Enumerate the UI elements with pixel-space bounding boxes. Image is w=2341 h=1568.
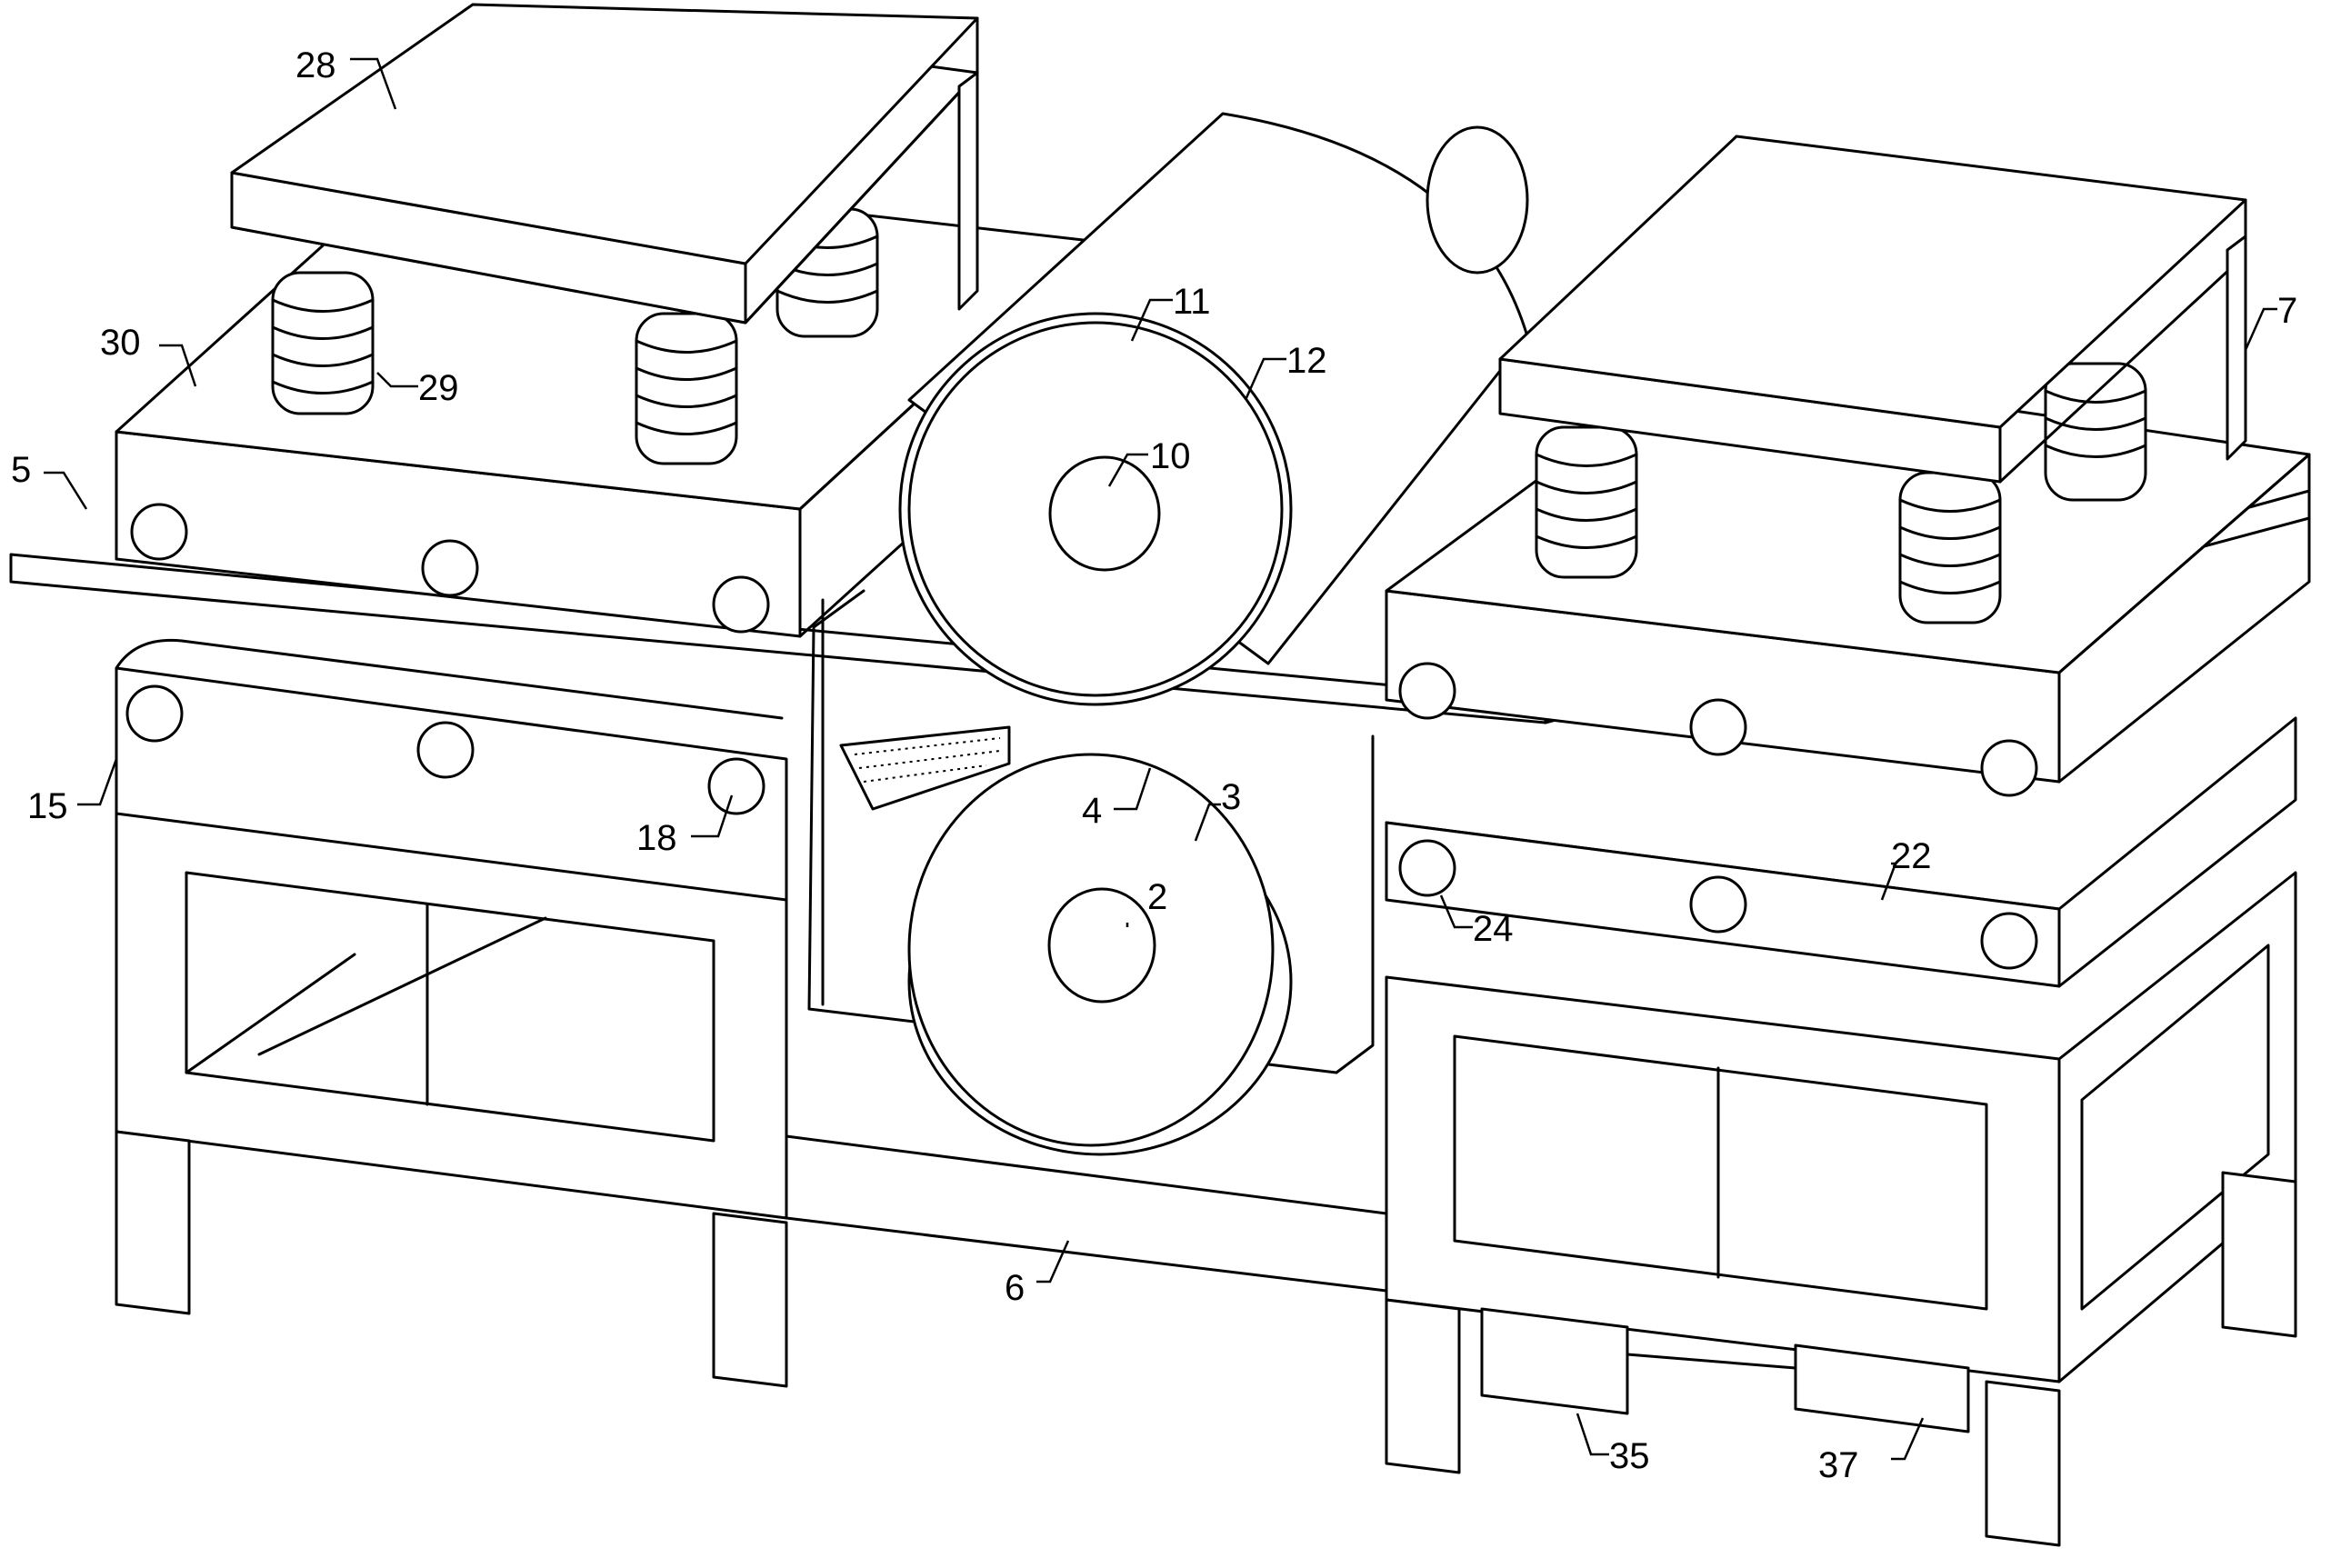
press-drum [898, 112, 1529, 706]
right-front-leg-b [1985, 1380, 2061, 1547]
label-10: 10 [1150, 436, 1191, 476]
upper-left-roller-1 [130, 503, 188, 561]
label-37: 37 [1818, 1445, 1859, 1485]
label-30: 30 [100, 323, 141, 363]
upper-left-roller-3 [712, 575, 770, 634]
label-12: 12 [1286, 341, 1327, 381]
label-4: 4 [1082, 791, 1102, 831]
leader-lines [44, 57, 2277, 1461]
label-28: 28 [295, 45, 336, 85]
spring-right-1 [1535, 425, 1638, 579]
lower-right-conveyor [1385, 716, 2297, 988]
lower-left-side-plate [115, 666, 788, 902]
scraper-blade [839, 725, 1011, 811]
left-front-leg [115, 1130, 191, 1315]
post-7 [2226, 235, 2247, 461]
upper-right-roller-3 [1980, 739, 2038, 797]
label-22: 22 [1891, 836, 1932, 876]
drum-motor-cap [1426, 125, 1529, 275]
lower-right-roller-1 [1398, 839, 1456, 897]
label-2: 2 [1147, 877, 1167, 917]
right-side-window [2080, 944, 2270, 1311]
label-18: 18 [636, 818, 677, 858]
upper-right-press [1385, 135, 2311, 797]
lower-left-roller-1 [125, 684, 184, 743]
label-7: 7 [2277, 291, 2297, 331]
base-frame [115, 807, 2297, 1547]
label-29: 29 [418, 368, 459, 408]
drum-shaft-10 [1048, 455, 1161, 572]
motor-35 [1480, 1307, 1629, 1415]
spring-29-right [635, 312, 738, 465]
lower-right-roller-2 [1689, 875, 1747, 934]
left-mid-leg [712, 1212, 788, 1388]
right-frame-window [1453, 1034, 1988, 1311]
lower-right-roller-3 [1980, 912, 2038, 970]
upper-right-roller-2 [1689, 698, 1747, 756]
upper-right-roller-1 [1398, 662, 1456, 720]
top-plate-28-rear-post [957, 71, 979, 311]
lower-roller [907, 753, 1293, 1156]
spring-right-2 [1898, 471, 2002, 624]
lower-left-roller-2 [416, 721, 475, 779]
lower-left-roller-3 [707, 757, 765, 815]
label-5: 5 [11, 450, 31, 490]
label-6: 6 [1005, 1268, 1025, 1308]
label-3: 3 [1221, 777, 1241, 817]
spring-right-3 [2044, 362, 2147, 502]
motor-37 [1794, 1343, 1970, 1433]
upper-left-roller-2 [421, 539, 479, 597]
right-front-leg-a [1385, 1298, 1461, 1474]
callout-labels: 28 30 29 5 11 12 10 7 15 18 4 3 2 22 24 … [11, 45, 2297, 1485]
lower-shaft-2 [1047, 887, 1156, 1004]
upper-left-press [115, 3, 1093, 638]
label-24: 24 [1473, 909, 1514, 949]
center-crossbar [785, 1134, 1388, 1293]
label-11: 11 [1173, 282, 1211, 322]
label-35: 35 [1609, 1436, 1650, 1476]
label-15: 15 [27, 786, 68, 826]
lower-left-conveyor [115, 638, 788, 902]
right-back-leg [2221, 1171, 2297, 1338]
spring-29-left [271, 271, 375, 415]
left-frame-window [185, 871, 715, 1143]
